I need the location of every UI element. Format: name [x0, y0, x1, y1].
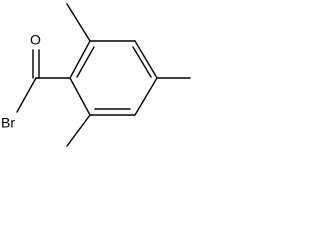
- bromine-atom-label: Br: [1, 115, 15, 131]
- alpha-carbon-bond: [16, 77, 37, 113]
- ring-inner-double-bond-1: [76, 46, 95, 78]
- ring-bond-c6-c1: [69, 77, 91, 116]
- oxygen-atom-label: O: [30, 32, 41, 48]
- methyl-groups: [66, 3, 191, 147]
- ring-bond-c4-c5: [134, 77, 158, 116]
- ring-bond-c3-c4: [134, 40, 158, 79]
- ketone-group: O: [30, 32, 71, 79]
- ring-inner-double-bond-2: [132, 46, 152, 78]
- ring-bond-c1-c2: [69, 40, 91, 79]
- molecule-structure: O Br: [1, 3, 191, 147]
- methyl-bond-bottom: [66, 114, 91, 147]
- bromomethyl-group: Br: [1, 77, 37, 131]
- methyl-bond-top: [66, 3, 91, 42]
- benzene-ring: [69, 40, 158, 116]
